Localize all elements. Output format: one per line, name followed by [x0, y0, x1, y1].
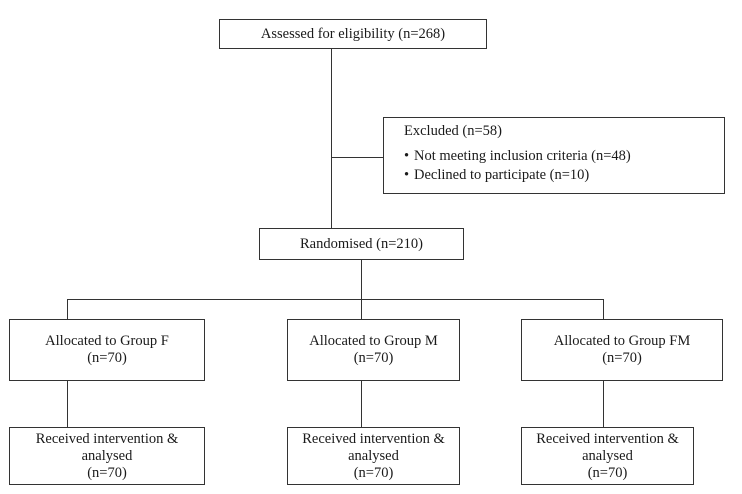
connector-to-excluded [331, 157, 383, 158]
connector-randomised-to-split [361, 259, 362, 300]
received-count: (n=70) [87, 464, 127, 481]
received-label-2: analysed [81, 447, 133, 464]
excluded-reasons-list: Not meeting inclusion criteria (n=48) De… [404, 147, 724, 185]
received-label: Received intervention & [536, 430, 679, 447]
connector-split-to-group-f [67, 299, 68, 319]
excluded-reason-item: Not meeting inclusion criteria (n=48) [404, 147, 724, 166]
assessed-label: Assessed for eligibility (n=268) [260, 25, 446, 42]
group-fm-received-box: Received intervention & analysed (n=70) [521, 427, 694, 485]
received-label-2: analysed [348, 447, 399, 464]
group-m-received-box: Received intervention & analysed (n=70) [287, 427, 460, 485]
group-f-received-box: Received intervention & analysed (n=70) [9, 427, 205, 485]
received-count: (n=70) [587, 464, 628, 481]
excluded-title: Excluded (n=58) [404, 123, 502, 139]
received-label-2: analysed [582, 447, 633, 464]
connector-group-m-to-received [361, 380, 362, 427]
randomised-box: Randomised (n=210) [259, 228, 464, 260]
excluded-box: Excluded (n=58) Not meeting inclusion cr… [383, 117, 725, 194]
allocation-label: Allocated to Group M [309, 333, 438, 349]
received-label: Received intervention & [302, 430, 445, 447]
received-label: Received intervention & [35, 430, 179, 447]
randomised-label: Randomised (n=210) [300, 235, 423, 252]
allocation-label: Allocated to Group F [45, 333, 169, 349]
allocation-count: (n=70) [353, 350, 394, 366]
connector-group-fm-to-received [603, 380, 604, 427]
connector-split-horizontal [67, 299, 604, 300]
assessed-box: Assessed for eligibility (n=268) [219, 19, 487, 49]
group-m-allocation-box: Allocated to Group M (n=70) [287, 319, 460, 381]
group-fm-allocation-box: Allocated to Group FM (n=70) [521, 319, 723, 381]
connector-assessed-to-randomised [331, 48, 332, 228]
excluded-reason-item: Declined to participate (n=10) [404, 166, 724, 185]
allocation-count: (n=70) [602, 350, 642, 366]
connector-split-to-group-m [361, 299, 362, 319]
allocation-count: (n=70) [87, 350, 127, 366]
received-count: (n=70) [353, 464, 394, 481]
connector-group-f-to-received [67, 380, 68, 427]
group-f-allocation-box: Allocated to Group F (n=70) [9, 319, 205, 381]
connector-split-to-group-fm [603, 299, 604, 319]
allocation-label: Allocated to Group FM [553, 333, 691, 349]
